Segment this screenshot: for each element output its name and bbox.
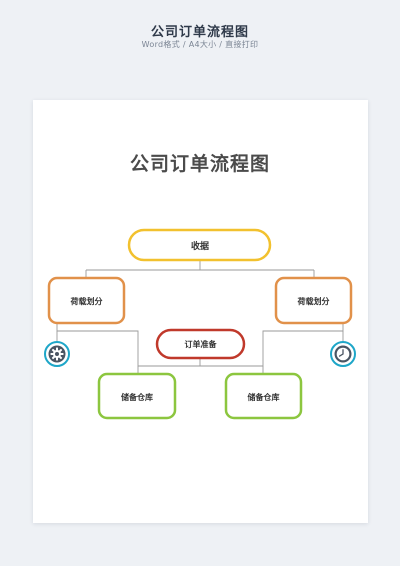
node-top: 收据	[127, 228, 272, 262]
node-center-label: 订单准备	[185, 339, 218, 349]
clock-icon	[330, 341, 356, 367]
node-center: 订单准备	[155, 328, 246, 360]
gear-icon	[44, 341, 70, 367]
connector-left-down	[56, 323, 200, 367]
document-title: 公司订单流程图	[129, 153, 270, 175]
node-bottom-right-label: 储备仓库	[247, 392, 280, 402]
node-left-label: 荷载划分	[70, 296, 103, 306]
node-left: 荷载划分	[47, 276, 126, 325]
header-title: 公司订单流程图	[150, 25, 249, 40]
connectors	[56, 260, 344, 374]
node-right: 荷载划分	[274, 276, 353, 325]
node-bottom-left: 储备仓库	[97, 372, 177, 420]
node-right-label: 荷载划分	[297, 296, 330, 306]
header-subtitle: Word格式 / A4大小 / 直接打印	[141, 40, 259, 49]
connector-top-split	[85, 260, 315, 278]
node-bottom-left-label: 储备仓库	[120, 392, 153, 402]
node-bottom-right: 储备仓库	[224, 372, 303, 420]
node-top-label: 收据	[191, 240, 209, 252]
connector-right-down	[200, 323, 344, 367]
connector-center-split	[137, 358, 264, 374]
